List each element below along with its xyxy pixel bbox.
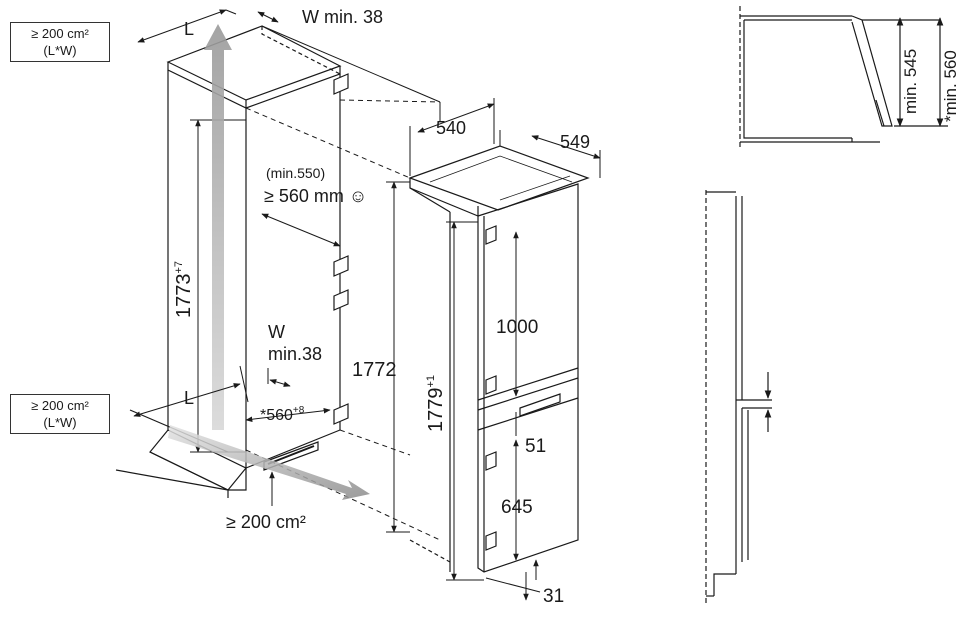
niche-cabinet [115, 25, 349, 498]
appliance-height-label: 1779+1 [425, 375, 447, 432]
vent-bottom-area: ≥ 200 cm² [31, 398, 89, 413]
fridge-appliance [408, 145, 590, 573]
base-label: 31 [543, 586, 564, 607]
vent-bottom-box: ≥ 200 cm² (L*W) [10, 394, 110, 434]
bottom-W-min-label: min.38 [268, 344, 322, 364]
appliance-height-ref-label: 1772 [352, 359, 397, 381]
side-min-560-label: *min. 560 [941, 50, 960, 122]
niche-depth-min-label: (min.550) [266, 165, 325, 181]
door-dimensions [485, 231, 541, 601]
appliance-height-dimensions [386, 181, 484, 581]
side-section-top [739, 6, 948, 150]
top-W-min-label: W min. 38 [302, 7, 383, 27]
bottom-vent-dimensions [133, 365, 331, 423]
plinth-vent-label: ≥ 200 cm² [226, 512, 306, 532]
top-L-label: L [184, 19, 194, 39]
niche-depth-dimension [261, 213, 341, 247]
upper-door-label: 1000 [496, 317, 538, 338]
vent-top-formula: (L*W) [43, 43, 77, 58]
depth-label: 549 [560, 132, 590, 152]
niche-height-label: 1773+7 [173, 261, 195, 318]
vent-top-area: ≥ 200 cm² [31, 26, 89, 41]
width-label: 540 [436, 118, 466, 138]
bottom-L-label: L [184, 388, 194, 408]
lower-door-label: 645 [501, 497, 533, 518]
gap-label: 51 [525, 436, 546, 457]
bottom-W-label: W [268, 322, 285, 342]
side-section-bottom [705, 190, 772, 606]
niche-width-label: *560+8 [260, 405, 305, 424]
niche-depth-label: ≥ 560 mm ☺ [264, 186, 367, 206]
width-depth-dimensions [409, 98, 601, 178]
airflow-arrows [168, 24, 370, 500]
side-min-545-label: min. 545 [901, 49, 920, 114]
vent-bottom-formula: (L*W) [43, 415, 77, 430]
depth-guide-lines [245, 99, 441, 541]
vent-top-box: ≥ 200 cm² (L*W) [10, 22, 110, 62]
